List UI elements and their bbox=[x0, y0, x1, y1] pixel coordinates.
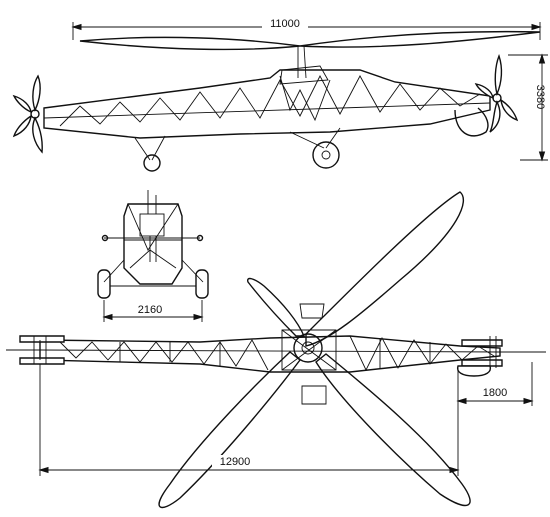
top-rotor-blade-lower-right bbox=[315, 353, 471, 507]
tail-offset-dimension: 1800 bbox=[456, 362, 534, 406]
side-landing-gear bbox=[134, 127, 341, 172]
side-rear-propeller bbox=[454, 53, 519, 137]
top-front-propeller bbox=[6, 335, 65, 365]
top-rotor-blade-lower-left bbox=[158, 351, 301, 509]
side-front-propeller bbox=[12, 74, 43, 154]
top-rotor-blade-upper-left bbox=[247, 277, 306, 337]
side-rotor-blade-right bbox=[299, 30, 541, 48]
side-view: 11000 bbox=[12, 17, 548, 172]
height-dimension: 3380 bbox=[508, 53, 548, 162]
track-label: 2160 bbox=[138, 304, 162, 316]
front-wheel-right bbox=[195, 269, 209, 299]
top-rotor-blade-upper-right bbox=[305, 191, 464, 347]
front-fuselage-outline bbox=[123, 203, 183, 285]
front-view: 2160 bbox=[97, 190, 209, 322]
front-wheel-left bbox=[97, 269, 111, 299]
tail-offset-label: 1800 bbox=[483, 387, 507, 399]
rotor-span-dimension: 11000 bbox=[71, 17, 542, 40]
total-length-dimension: 12900 bbox=[38, 364, 460, 476]
rotor-span-label: 11000 bbox=[270, 18, 300, 30]
track-dimension: 2160 bbox=[102, 300, 204, 322]
top-view: 1800 12900 bbox=[6, 191, 546, 509]
height-label: 3380 bbox=[534, 85, 546, 109]
top-fuselage-outline bbox=[39, 335, 501, 373]
total-length-label: 12900 bbox=[220, 456, 251, 468]
top-rear-propeller bbox=[456, 336, 546, 377]
side-rotor-blade-left bbox=[79, 36, 301, 51]
